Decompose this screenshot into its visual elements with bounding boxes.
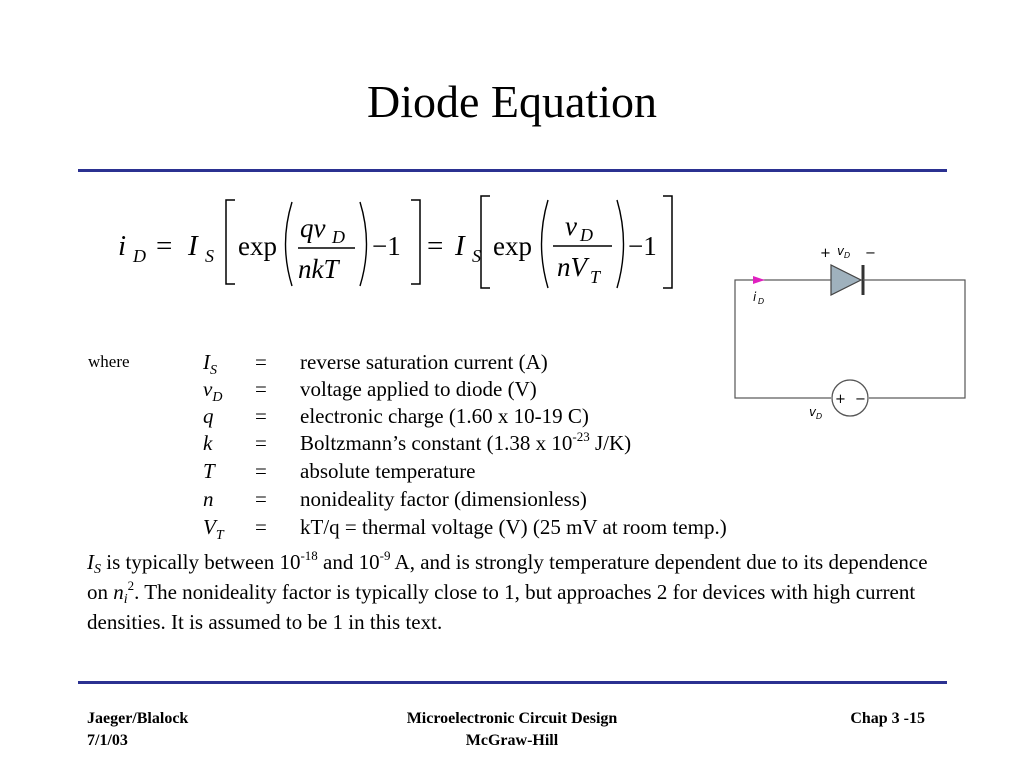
eq-is-subscript-2: S [472, 246, 481, 266]
source-plus-sign: + [835, 392, 846, 407]
eq-num1-qv: qv [300, 213, 326, 243]
def-subscript: S [210, 363, 217, 378]
source-vd-subscript: D [816, 412, 822, 421]
eq-equals-2: = [427, 230, 443, 262]
diode-triangle-icon [830, 264, 863, 296]
para-text-1: is typically between 10 [101, 550, 301, 574]
footer-book-title: Microelectronic Circuit Design [406, 710, 618, 727]
footer-center: Microelectronic Circuit Design McGraw-Hi… [362, 708, 662, 752]
eq-paren-right-1 [359, 201, 368, 287]
eq-is-subscript: S [205, 246, 214, 266]
def-description: reverse saturation current (A) [300, 350, 548, 374]
def-equals: = [255, 487, 267, 511]
para-text-4: . The nonideality factor is typically cl… [87, 580, 916, 634]
diode-plus-sign: + [820, 246, 831, 261]
eq-exp-1: exp [238, 231, 277, 261]
def-equals: = [255, 377, 267, 401]
source-minus-sign: − [855, 392, 866, 407]
def-superscript: -23 [572, 429, 590, 444]
para-ni-superscript: 2 [127, 578, 135, 593]
diode-minus-sign: − [865, 246, 876, 261]
eq-num2-subscript: D [579, 225, 593, 245]
para-text-2: and 10 [317, 550, 380, 574]
def-description: nonideality factor (dimensionless) [300, 487, 587, 511]
def-description: absolute temperature [300, 459, 476, 483]
eq-den1-nkT: nkT [298, 254, 340, 284]
def-equals: = [255, 404, 267, 428]
def-symbol: V [203, 515, 216, 539]
def-symbol: q [203, 404, 214, 428]
where-label: where [88, 352, 130, 371]
top-divider [78, 169, 947, 172]
diode-circuit-diagram: + v D − i D + − v D [734, 244, 966, 421]
eq-bracket-right-1 [411, 199, 421, 285]
eq-is-symbol: I [187, 230, 199, 262]
current-id-subscript: D [758, 297, 764, 306]
def-description: kT/q = thermal voltage (V) (25 mV at roo… [300, 515, 727, 539]
eq-num1-subscript: D [331, 227, 345, 247]
diode-vd-subscript: D [844, 251, 850, 260]
eq-equals-1: = [156, 230, 172, 262]
def-symbol: I [203, 350, 210, 374]
def-symbol: k [203, 431, 213, 455]
def-row-is: IS [203, 350, 217, 378]
current-id-label: i [753, 290, 757, 304]
para-is-subscript: S [94, 562, 101, 577]
eq-id-symbol: i [118, 230, 126, 262]
para-superscript-2: -9 [379, 548, 391, 563]
def-equals: = [255, 431, 267, 455]
eq-is-symbol-2: I [454, 230, 466, 262]
voltage-source-icon [831, 379, 869, 417]
diode-vd-label: v [837, 244, 845, 258]
footer-publisher: McGraw-Hill [465, 732, 559, 749]
eq-bracket-right-2 [663, 195, 673, 289]
def-row-vt: VT [203, 515, 224, 543]
footer-authors: Jaeger/Blalock [87, 710, 189, 727]
eq-paren-right-2 [616, 199, 625, 289]
para-ni-subscript: i [123, 592, 128, 607]
def-subscript: T [215, 528, 224, 543]
eq-bracket-left-2 [480, 195, 490, 289]
def-symbol: v [203, 377, 213, 401]
diode-equation: i D = I S exp qv D nkT −1 = I S exp v D … [118, 195, 673, 289]
def-symbol: T [203, 459, 215, 483]
para-superscript-1: -18 [300, 548, 318, 563]
para-is-symbol: I [87, 550, 94, 574]
footer-date: 7/1/03 [87, 732, 128, 749]
eq-num2-v: v [565, 211, 577, 241]
eq-den2-nV: nV [557, 252, 591, 282]
eq-minus-one-1: −1 [372, 231, 401, 261]
eq-id-subscript: D [132, 246, 146, 266]
def-equals: = [255, 459, 267, 483]
eq-paren-left-2 [540, 199, 549, 289]
def-description: Boltzmann’s constant (1.38 x 10-23 J/K) [300, 429, 632, 456]
eq-den2-subscript: T [590, 267, 602, 287]
def-equals: = [255, 350, 267, 374]
current-arrow-icon [753, 276, 765, 284]
def-description: voltage applied to diode (V) [300, 377, 537, 401]
def-symbol: n [203, 487, 214, 511]
def-equals: = [255, 515, 267, 539]
def-text-tail: J/K) [589, 431, 632, 455]
def-text: Boltzmann’s constant (1.38 x 10 [300, 431, 573, 455]
def-subscript: D [212, 390, 223, 405]
footer-chapter-page: Chap 3 -15 [850, 710, 925, 727]
def-row-vd: vD [203, 377, 223, 405]
eq-minus-one-2: −1 [628, 231, 657, 261]
def-description: electronic charge (1.60 x 10-19 C) [300, 404, 589, 428]
para-ni-symbol: n [113, 580, 124, 604]
bottom-divider [78, 681, 947, 684]
footer-left: Jaeger/Blalock 7/1/03 [87, 708, 188, 752]
eq-exp-2: exp [493, 231, 532, 261]
eq-bracket-left-1 [225, 199, 235, 285]
eq-paren-left-1 [284, 201, 293, 287]
source-vd-label: v [809, 405, 817, 419]
slide-title: Diode Equation [367, 76, 657, 127]
explanation-paragraph: IS is typically between 10-18 and 10-9 A… [87, 548, 947, 636]
para-text-3: A, and is strongly temperature dependent… [87, 550, 928, 604]
